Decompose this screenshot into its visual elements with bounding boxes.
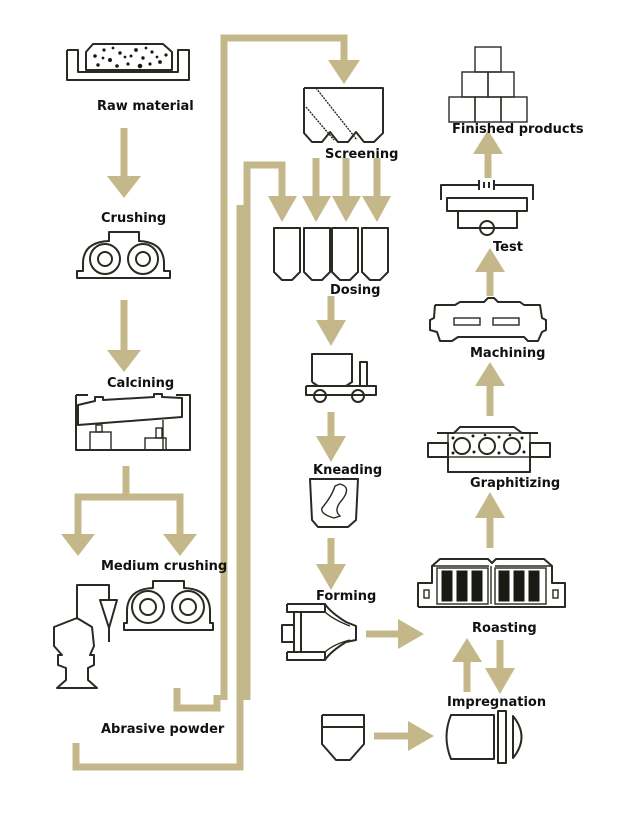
roll-crusher-icon [76, 231, 171, 279]
label-machining: Machining [470, 346, 545, 361]
double-roll-crusher-icon [123, 580, 214, 631]
rotary-kiln-icon [75, 393, 191, 451]
label-raw-material: Raw material [97, 99, 194, 114]
impregnation-tank-icon [445, 710, 523, 764]
arrow-calcining-to-medium-crushing [61, 466, 197, 556]
test-bench-icon [440, 180, 534, 236]
label-calcining: Calcining [107, 376, 174, 391]
roasting-furnace-icon [417, 558, 566, 608]
raw-material-tray-icon [66, 43, 190, 81]
label-impregnation: Impregnation [447, 695, 546, 710]
arrow-hopper-to-impregnation [374, 721, 434, 751]
label-graphitizing: Graphitizing [470, 476, 560, 491]
dosing-bins-icon [273, 227, 389, 281]
cyclone-mill-icon [53, 584, 118, 689]
label-test: Test [493, 240, 523, 255]
connectors [61, 34, 515, 771]
arrow-kneading-to-forming [316, 538, 346, 590]
kneading-mixer-icon [309, 478, 359, 528]
arrow-test-to-finished [473, 130, 503, 178]
label-abrasive-powder: Abrasive powder [101, 722, 225, 737]
label-finished-products: Finished products [452, 122, 584, 137]
label-forming: Forming [316, 589, 376, 604]
extrusion-press-icon [281, 603, 357, 661]
arrow-crushing-to-calcining [107, 300, 141, 372]
label-kneading: Kneading [313, 463, 382, 478]
arrow-roasting-to-graphitizing [475, 492, 505, 548]
graphitizing-furnace-icon [427, 426, 551, 473]
finished-blocks-icon [448, 46, 528, 123]
arrow-cart-to-kneading [316, 412, 346, 462]
batching-cart-icon [305, 353, 377, 403]
arrow-machining-to-test [475, 248, 505, 296]
arrow-raw-to-crushing [107, 128, 141, 198]
label-medium-crushing: Medium crushing [101, 559, 227, 574]
label-crushing: Crushing [101, 211, 166, 226]
line-abrasive-powder-to-screening [72, 34, 360, 771]
arrow-graphitizing-to-machining [475, 362, 505, 416]
arrow-forming-to-roasting [366, 619, 424, 649]
pitch-hopper-icon [321, 714, 365, 761]
label-roasting: Roasting [472, 621, 537, 636]
machined-electrode-icon [429, 297, 547, 342]
vibrating-screen-icon [303, 87, 384, 143]
label-screening: Screening [325, 147, 398, 162]
label-dosing: Dosing [330, 283, 380, 298]
arrows-screening-to-dosing [243, 158, 391, 700]
line-to-abrasive-powder [173, 688, 221, 712]
arrow-roasting-to-impregnation [485, 640, 515, 694]
arrow-dosing-to-cart [316, 296, 346, 346]
arrow-impregnation-to-roasting [452, 638, 482, 692]
